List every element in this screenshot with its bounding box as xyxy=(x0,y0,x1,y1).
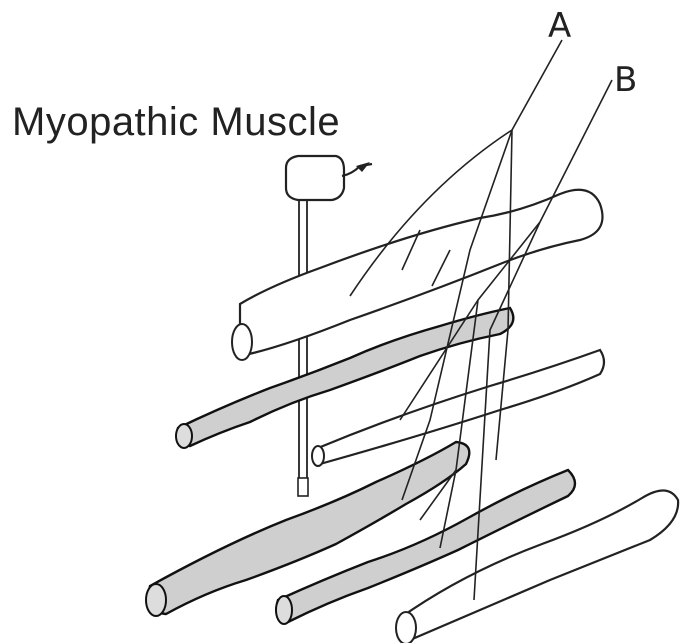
needle-tip xyxy=(298,478,308,496)
fiber-normal-bottom-end xyxy=(396,612,416,643)
electrode-hub xyxy=(286,156,344,200)
fiber-normal-middle-end xyxy=(312,446,324,466)
fiber-myopathic-1-end xyxy=(176,424,192,448)
electrode-cable-tip xyxy=(356,162,370,172)
axon-a-trunk xyxy=(512,40,562,130)
fiber-normal-top-end xyxy=(232,324,252,360)
fiber-myopathic-3-end xyxy=(276,596,292,624)
fiber-normal-bottom xyxy=(398,490,678,640)
fiber-myopathic-2-end xyxy=(146,584,166,616)
fiber-myopathic-1 xyxy=(177,308,513,446)
